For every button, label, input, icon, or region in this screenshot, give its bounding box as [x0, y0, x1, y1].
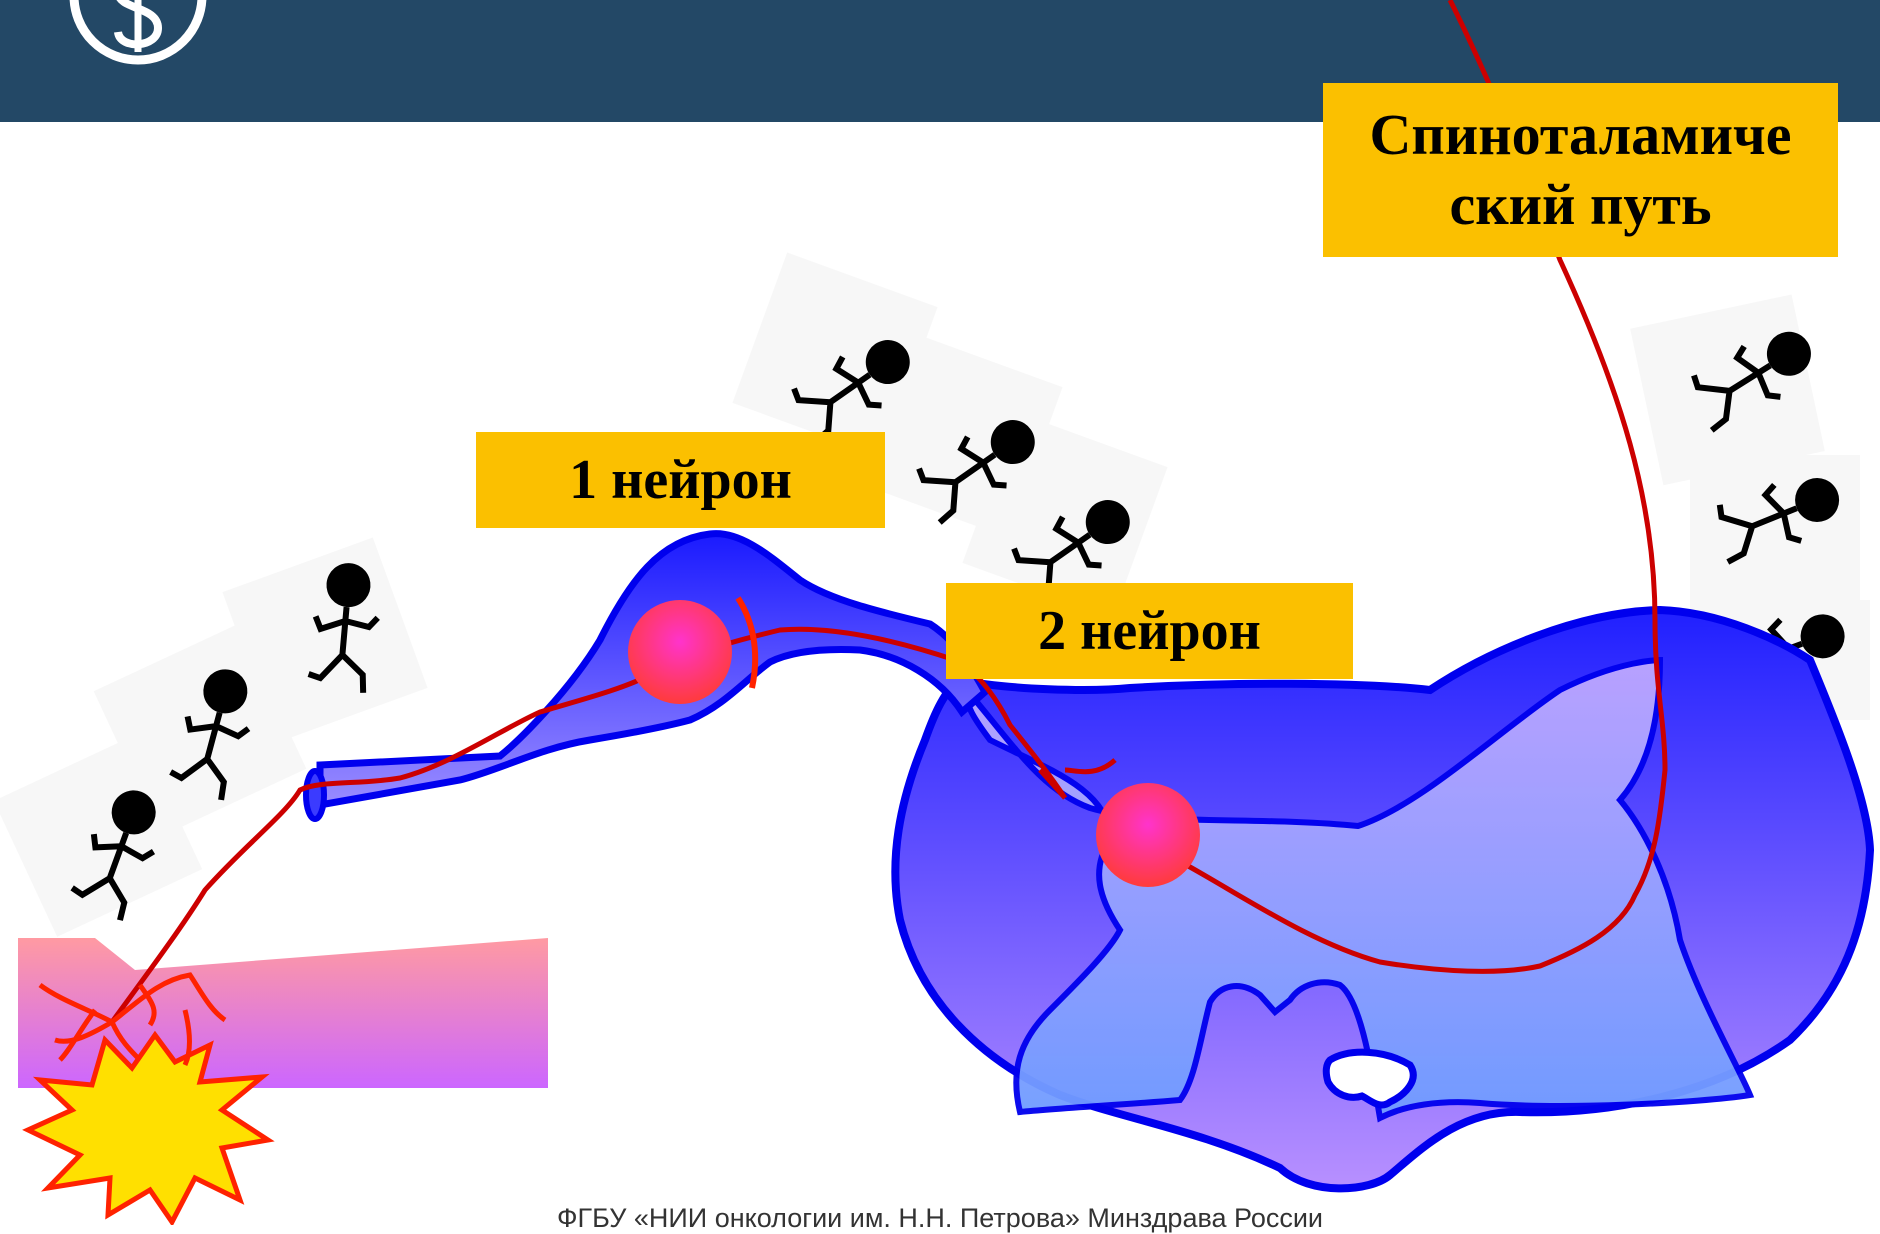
label-spinothalamic-tract: Спиноталамиче ский путь [1323, 83, 1838, 257]
central-canal [1326, 1052, 1413, 1105]
neuron2-cell-body [1096, 783, 1200, 887]
label-neuron-1: 1 нейрон [476, 432, 885, 528]
label-neuron-2: 2 нейрон [946, 583, 1353, 679]
footer-institution: ФГБУ «НИИ онкологии им. Н.Н. Петрова» Ми… [0, 1203, 1880, 1234]
neuron1-cell-body [628, 600, 732, 704]
nerve-cut-end [306, 771, 324, 819]
